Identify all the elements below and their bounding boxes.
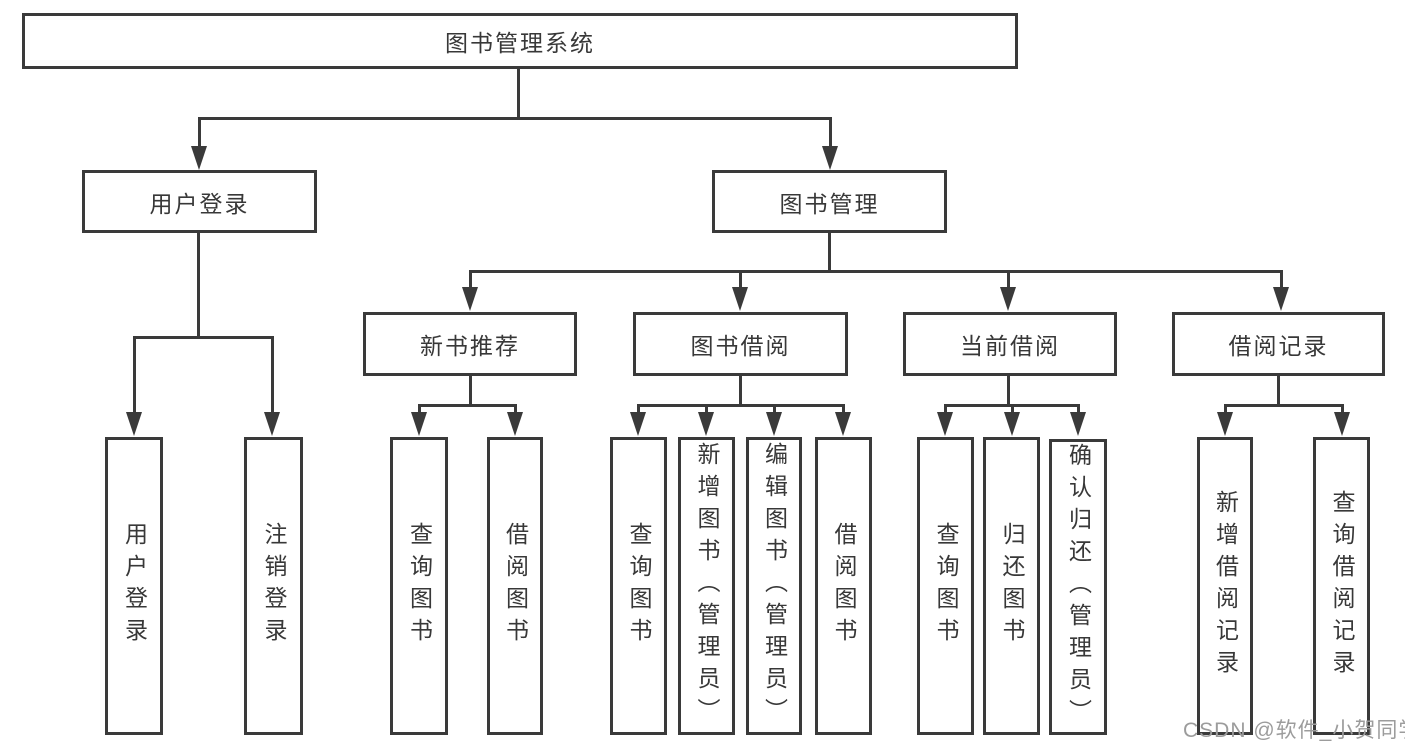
connector-drop: [1077, 404, 1080, 415]
connector-book-mgmt-branch: [469, 270, 1283, 273]
leaf-query-books-recommend: 查询图书: [390, 437, 448, 735]
arrowhead: [191, 146, 207, 170]
connector-drop: [773, 404, 776, 415]
connector-stem: [1007, 376, 1010, 404]
arrowhead: [1070, 412, 1086, 436]
leaf-return-books-label: 归还图书: [999, 522, 1025, 650]
connector-drop: [1007, 270, 1010, 289]
connector-stem: [469, 376, 472, 404]
connector-drop: [469, 270, 472, 289]
arrowhead: [822, 146, 838, 170]
node-root: 图书管理系统: [22, 13, 1018, 69]
arrowhead: [1273, 287, 1289, 311]
leaf-user-login: 用户登录: [105, 437, 163, 735]
connector-drop: [637, 404, 640, 415]
leaf-query-books-current-label: 查询图书: [933, 522, 959, 650]
connector-drop: [418, 404, 421, 415]
connector-drop: [1341, 404, 1344, 415]
leaf-logout-label: 注销登录: [261, 522, 287, 650]
arrowhead: [264, 412, 280, 436]
node-book-borrowing: 图书借阅: [633, 312, 848, 376]
leaf-add-books-admin: 新增图书（管理员）: [678, 437, 735, 735]
connector-drop: [842, 404, 845, 415]
arrowhead: [462, 287, 478, 311]
arrowhead: [732, 287, 748, 311]
leaf-user-login-label: 用户登录: [121, 522, 148, 650]
leaf-borrow-books-recommend: 借阅图书: [487, 437, 543, 735]
arrowhead: [1217, 412, 1233, 436]
connector-stem: [1277, 376, 1280, 404]
leaf-borrow-books-recommend-label: 借阅图书: [502, 522, 529, 650]
leaf-query-books-borrow: 查询图书: [610, 437, 667, 735]
leaf-confirm-return-admin-label: 确认归还（管理员）: [1065, 443, 1092, 731]
connector-drop: [739, 270, 742, 289]
leaf-query-books-recommend-label: 查询图书: [406, 522, 433, 650]
node-user-login-label: 用户登录: [149, 190, 250, 217]
leaf-query-borrow-record: 查询借阅记录: [1313, 437, 1370, 735]
node-borrowing-records-label: 借阅记录: [1228, 333, 1329, 359]
leaf-logout: 注销登录: [244, 437, 303, 735]
leaf-edit-books-admin: 编辑图书（管理员）: [746, 437, 802, 735]
connector-root-stem: [517, 69, 520, 117]
leaf-query-books-borrow-label: 查询图书: [626, 522, 652, 650]
arrowhead: [1004, 412, 1020, 436]
leaf-return-books: 归还图书: [983, 437, 1040, 735]
node-current-borrowing-label: 当前借阅: [960, 333, 1060, 359]
leaf-add-borrow-record-label: 新增借阅记录: [1212, 490, 1239, 682]
connector-drop: [1280, 270, 1283, 289]
connector-drop: [944, 404, 947, 415]
node-book-management: 图书管理: [712, 170, 947, 233]
arrowhead: [630, 412, 646, 436]
connector-root-branch: [198, 117, 832, 120]
connector-branch: [637, 404, 845, 407]
connector-drop: [705, 404, 708, 415]
arrowhead: [698, 412, 714, 436]
connector-user-login-stem: [197, 233, 200, 336]
connector-branch: [1224, 404, 1344, 407]
arrowhead: [766, 412, 782, 436]
connector-root-right-drop: [829, 117, 832, 148]
node-root-label: 图书管理系统: [445, 30, 595, 56]
arrowhead: [937, 412, 953, 436]
node-book-management-label: 图书管理: [779, 190, 880, 217]
leaf-borrow-books-label: 借阅图书: [831, 522, 857, 650]
arrowhead: [507, 412, 523, 436]
connector-drop: [1224, 404, 1227, 415]
leaf-borrow-books: 借阅图书: [815, 437, 872, 735]
leaf-query-borrow-record-label: 查询借阅记录: [1329, 490, 1355, 682]
leaf-edit-books-admin-label: 编辑图书（管理员）: [761, 442, 788, 730]
arrowhead: [1334, 412, 1350, 436]
leaf-add-borrow-record: 新增借阅记录: [1197, 437, 1253, 735]
node-new-book-recommendation: 新书推荐: [363, 312, 577, 376]
arrowhead: [126, 412, 142, 436]
leaf-query-books-current: 查询图书: [917, 437, 974, 735]
node-current-borrowing: 当前借阅: [903, 312, 1117, 376]
connector-drop: [514, 404, 517, 415]
connector-stem: [739, 376, 742, 404]
connector-drop: [1011, 404, 1014, 415]
arrowhead: [835, 412, 851, 436]
arrowhead: [1000, 287, 1016, 311]
csdn-watermark: CSDN @软件_小贺同学: [1183, 719, 1405, 742]
node-borrowing-records: 借阅记录: [1172, 312, 1385, 376]
connector-book-mgmt-stem: [828, 233, 831, 270]
connector-branch: [418, 404, 517, 407]
connector-root-left-drop: [198, 117, 201, 148]
node-book-borrowing-label: 图书借阅: [690, 333, 791, 359]
leaf-add-books-admin-label: 新增图书（管理员）: [694, 442, 720, 730]
leaf-confirm-return-admin: 确认归还（管理员）: [1049, 439, 1107, 735]
connector-drop: [271, 336, 274, 414]
connector-drop: [133, 336, 136, 414]
connector-user-login-branch: [133, 336, 274, 339]
node-new-book-recommendation-label: 新书推荐: [420, 333, 520, 359]
arrowhead: [411, 412, 427, 436]
node-user-login: 用户登录: [82, 170, 317, 233]
